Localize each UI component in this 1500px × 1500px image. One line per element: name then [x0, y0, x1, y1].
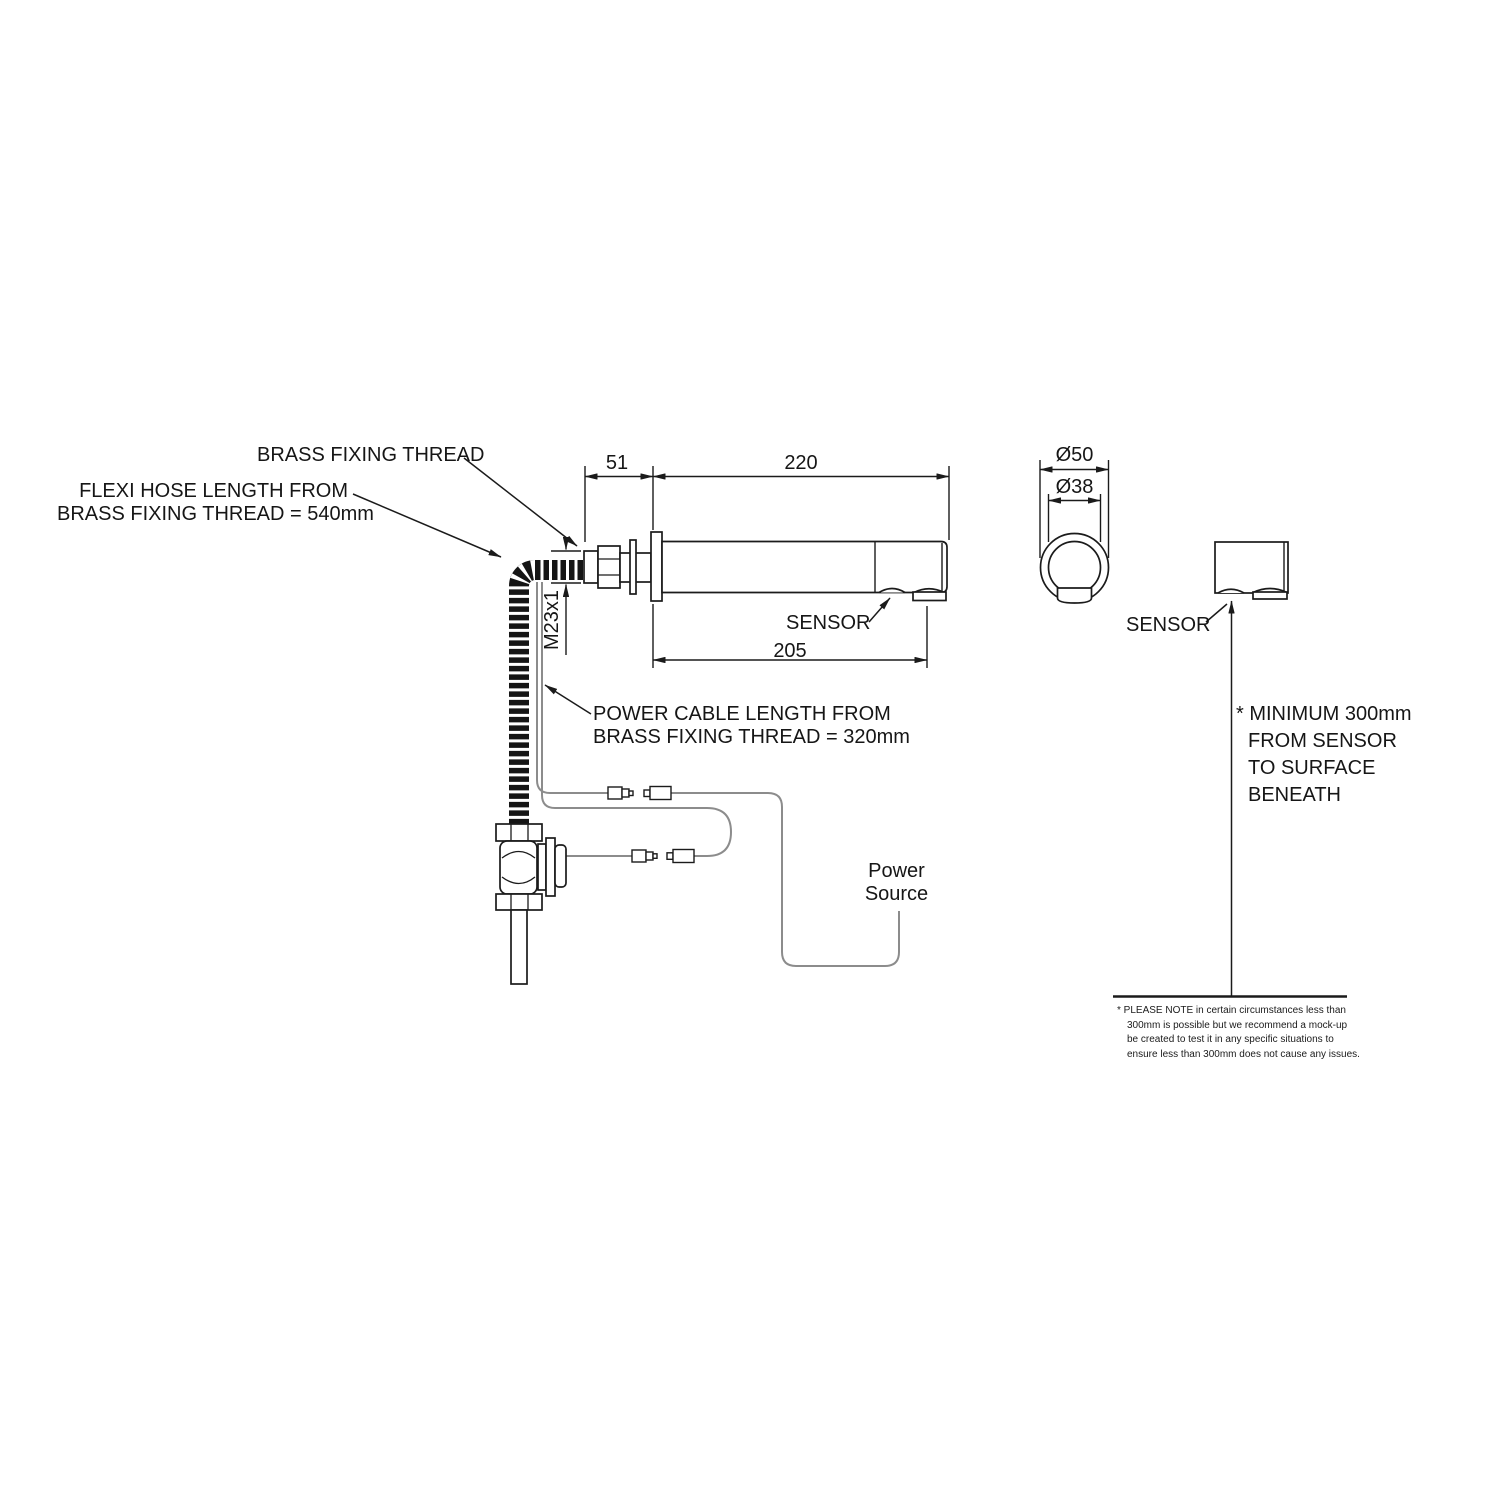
- power-cable-length-line1: POWER CABLE LENGTH FROM: [593, 703, 891, 725]
- valve-bottom-nut: [495, 893, 543, 911]
- dim-dia50-value: Ø50: [1055, 444, 1094, 466]
- power-cable-continued: [671, 792, 900, 967]
- flexi-hose-leader: [352, 493, 502, 558]
- sensor-cables: [536, 582, 900, 967]
- flexi-hose-length-label: FLEXI HOSE LENGTH FROM BRASS FIXING THRE…: [57, 480, 374, 526]
- cable-connector-pair-1: [607, 785, 672, 801]
- spout-front-view: [1039, 460, 1110, 604]
- dim-dia38-value: Ø38: [1055, 476, 1094, 498]
- connector-male-icon: [607, 786, 623, 800]
- sensor-detail-view: [1214, 541, 1289, 600]
- min-distance-note-line3: TO SURFACE: [1248, 757, 1376, 779]
- flexi-hose: [509, 560, 586, 826]
- valve-top-nut: [495, 823, 543, 842]
- min-distance-note-line2: FROM SENSOR: [1248, 730, 1397, 752]
- min-distance-note: * MINIMUM 300mm FROM SENSOR TO SURFACE B…: [1236, 701, 1412, 809]
- min-distance-note-line1: * MINIMUM 300mm: [1236, 703, 1412, 725]
- sensor-label-side-view: SENSOR: [786, 612, 871, 634]
- sensor-window-arc: [1217, 588, 1245, 594]
- spout-inner-circle: [1047, 540, 1102, 595]
- spout-body: [661, 540, 948, 594]
- flexi-hose-length-line2: BRASS FIXING THREAD = 540mm: [57, 503, 374, 525]
- valve-cable: [541, 582, 733, 857]
- power-source-line1: Power: [868, 860, 925, 882]
- connector-female-icon: [672, 848, 695, 864]
- min-distance-indicator: [1113, 600, 1347, 998]
- dim-m23x1-value: M23x1: [541, 589, 563, 651]
- flexi-hose-length-line1: FLEXI HOSE LENGTH FROM: [79, 480, 348, 502]
- leader-lines: [352, 457, 1228, 715]
- dim-51-value: 51: [605, 452, 629, 474]
- brass-fixing-thread-leader: [463, 457, 578, 547]
- valve-body: [499, 840, 538, 895]
- power-cable-length-line2: BRASS FIXING THREAD = 320mm: [593, 726, 910, 748]
- washer: [629, 539, 637, 595]
- fixing-thread-cylinder: [583, 550, 599, 584]
- dim-220-value: 220: [784, 452, 818, 474]
- footnote-line2: 300mm is possible but we recommend a moc…: [1127, 1019, 1348, 1031]
- sensor-side-leader: [868, 597, 891, 623]
- sensor-front-leader: [1205, 603, 1228, 623]
- footnote-line1: * PLEASE NOTE in certain circumstances l…: [1117, 1005, 1346, 1016]
- power-cable: [536, 582, 608, 794]
- power-cable-leader: [544, 684, 592, 715]
- connector-male-icon: [631, 849, 647, 863]
- power-source-line2: Source: [864, 883, 929, 905]
- dim-205-value: 205: [773, 640, 807, 662]
- spout-outlet: [912, 591, 947, 602]
- outlet-front: [1056, 587, 1093, 604]
- connector-female-icon: [649, 785, 672, 801]
- sensor-window-arc: [878, 587, 906, 594]
- valve-tail-pipe: [510, 909, 528, 985]
- spout-outlet: [1252, 591, 1288, 600]
- solenoid-valve: [495, 823, 567, 985]
- fixing-nut: [597, 545, 621, 589]
- sensor-spout-tip: [1214, 541, 1289, 594]
- wall-flange: [650, 531, 663, 602]
- brass-fixing-thread-label: BRASS FIXING THREAD: [257, 444, 485, 466]
- dimension-lines: [551, 466, 950, 668]
- footnote-line3: be created to test it in any specific si…: [1127, 1034, 1334, 1045]
- footnote-line4: ensure less than 300mm does not cause an…: [1127, 1048, 1360, 1060]
- cable-connector-pair-2: [631, 848, 695, 864]
- sensor-label-detail-view: SENSOR: [1126, 614, 1211, 636]
- min-distance-note-line4: BENEATH: [1248, 784, 1341, 806]
- footnote: * PLEASE NOTE in certain circumstances l…: [1117, 1004, 1360, 1062]
- valve-side-flange: [537, 843, 547, 891]
- tap-side-view: [583, 531, 948, 602]
- power-cable-length-label: POWER CABLE LENGTH FROM BRASS FIXING THR…: [593, 703, 910, 749]
- power-source-label: Power Source: [846, 860, 947, 906]
